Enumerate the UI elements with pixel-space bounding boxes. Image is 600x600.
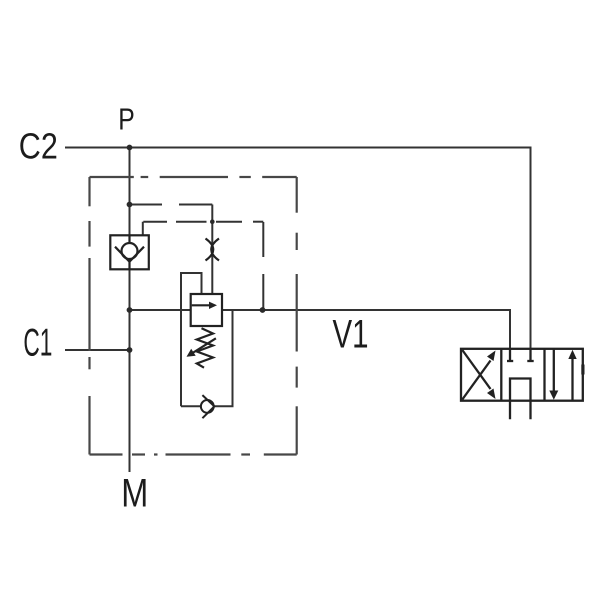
svg-text:M: M — [121, 472, 148, 516]
svg-text:C1: C1 — [23, 321, 52, 364]
svg-text:P: P — [118, 101, 135, 136]
svg-text:C2: C2 — [19, 125, 58, 166]
svg-text:V1: V1 — [333, 313, 369, 357]
